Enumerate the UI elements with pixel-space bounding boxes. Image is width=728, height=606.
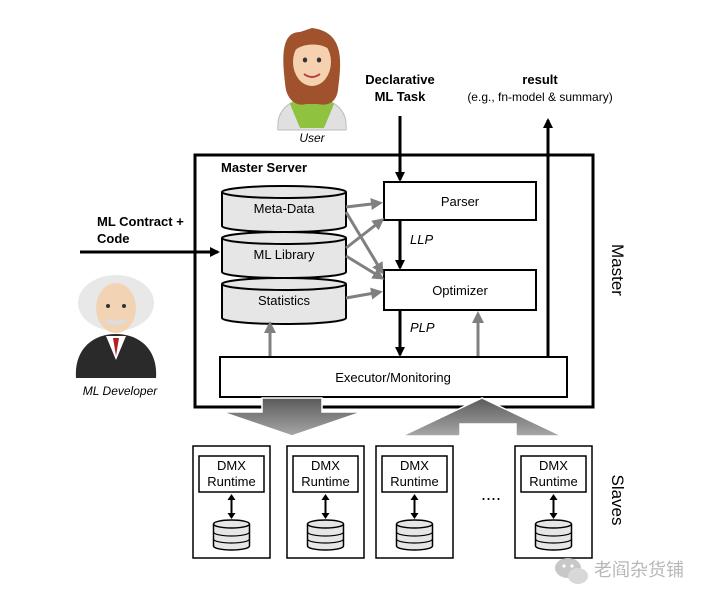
wechat-logo-icon: [555, 558, 588, 584]
runtime-label-line1: DMX: [311, 458, 340, 473]
master-side-label: Master: [608, 244, 627, 296]
developer-caption: ML Developer: [83, 384, 158, 398]
arrow-head-up: [321, 494, 330, 500]
statistics-to-optimizer-arrow: [345, 287, 383, 300]
runtime-label-line2: Runtime: [301, 474, 349, 489]
metadata-to-parser-arrow: [345, 198, 383, 211]
slaves-side-label: Slaves: [608, 474, 627, 525]
arrow-head-down: [227, 513, 236, 519]
ml-developer-avatar-icon: [75, 275, 157, 378]
dispatch-down-arrow: [221, 397, 363, 437]
runtime-box: [381, 455, 448, 493]
watermark-text: 老阎杂货铺: [594, 560, 684, 580]
slave-database-icon: [534, 519, 573, 551]
report-up-arrow: [401, 397, 563, 437]
plp-label: PLP: [410, 320, 435, 335]
slave-database-icon: [212, 519, 251, 551]
optimizer-box: [383, 269, 537, 311]
result-label-line1: result: [522, 72, 558, 87]
arrow-head-up: [410, 494, 419, 500]
arrow-head-up: [549, 494, 558, 500]
contract-label-line1: ML Contract +: [97, 214, 184, 229]
runtime-label-line2: Runtime: [390, 474, 438, 489]
ml-library-label: ML Library: [254, 247, 315, 262]
slave-database-icon: [395, 519, 434, 551]
llp-label: LLP: [410, 232, 433, 247]
parser-label: Parser: [441, 194, 480, 209]
contract-label-line2: Code: [97, 231, 130, 246]
arrow-head-down: [410, 513, 419, 519]
statistics-label: Statistics: [258, 293, 311, 308]
runtime-label-line2: Runtime: [529, 474, 577, 489]
result-label-line2: (e.g., fn-model & summary): [467, 90, 612, 104]
executor-label: Executor/Monitoring: [335, 370, 451, 385]
runtime-box: [292, 455, 359, 493]
master-server-title: Master Server: [221, 160, 307, 175]
task-label-line1: Declarative: [365, 72, 434, 87]
meta-data-label: Meta-Data: [254, 201, 315, 216]
arrow-head-down: [321, 513, 330, 519]
slaves-ellipsis: ....: [481, 484, 501, 504]
slave-database-icon: [306, 519, 345, 551]
meta-data-store: Meta-Data: [221, 185, 347, 233]
runtime-label-line1: DMX: [400, 458, 429, 473]
executor-box: [219, 356, 568, 398]
library-to-parser-arrow: [345, 218, 385, 250]
metadata-to-optimizer-arrow: [344, 211, 384, 275]
runtime-label-line1: DMX: [539, 458, 568, 473]
runtime-box: [198, 455, 265, 493]
optimizer-label: Optimizer: [432, 283, 488, 298]
parser-box: [383, 181, 537, 221]
runtime-label-line2: Runtime: [207, 474, 255, 489]
task-label-line2: ML Task: [375, 89, 427, 104]
ml-library-store: ML Library: [221, 231, 347, 279]
user-caption: User: [299, 131, 325, 145]
runtime-label-line1: DMX: [217, 458, 246, 473]
arrow-head-down: [549, 513, 558, 519]
arrow-head-up: [227, 494, 236, 500]
runtime-box: [520, 455, 587, 493]
statistics-store: Statistics: [221, 277, 347, 325]
user-avatar-icon: [277, 28, 347, 131]
library-to-optimizer-arrow: [345, 254, 385, 280]
